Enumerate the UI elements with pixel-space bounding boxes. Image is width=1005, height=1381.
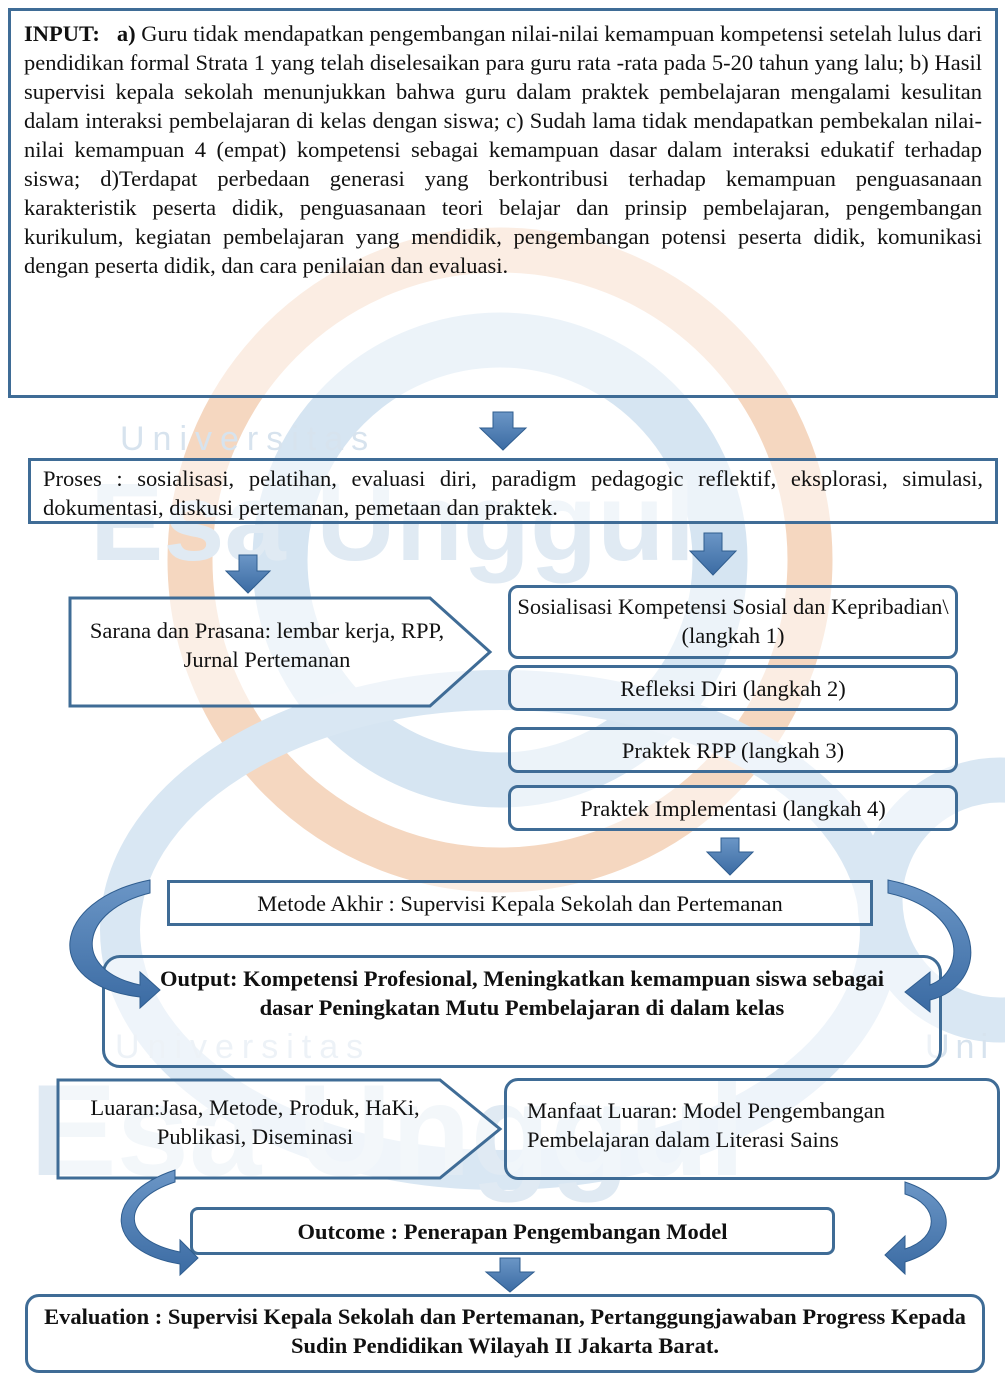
step-text: Praktek Implementasi (langkah 4) bbox=[580, 796, 886, 821]
curved-arrow-icon bbox=[887, 879, 972, 1014]
step-text: Praktek RPP (langkah 3) bbox=[621, 738, 845, 763]
evaluation-text: Evaluation : Supervisi Kepala Sekolah da… bbox=[44, 1304, 966, 1358]
proses-box: Proses : sosialisasi, pelatihan, evaluas… bbox=[28, 458, 998, 524]
step-text: Refleksi Diri (langkah 2) bbox=[620, 676, 846, 701]
luaran-box: Luaran:Jasa, Metode, Produk, HaKi, Publi… bbox=[70, 1093, 440, 1151]
input-item-a-marker: a) bbox=[116, 21, 136, 46]
curved-arrow-icon bbox=[120, 1169, 199, 1277]
down-arrow-icon bbox=[484, 1257, 536, 1293]
metode-box: Metode Akhir : Supervisi Kepala Sekolah … bbox=[167, 880, 873, 926]
step-box: Sosialisasi Kompetensi Sosial dan Keprib… bbox=[508, 585, 958, 659]
step-box: Praktek Implementasi (langkah 4) bbox=[508, 785, 958, 831]
output-box: Output: Kompetensi Profesional, Meningka… bbox=[102, 955, 942, 1068]
input-text: Guru tidak mendapatkan pengembangan nila… bbox=[24, 21, 982, 278]
manfaat-text: Manfaat Luaran: Model Pengembangan Pembe… bbox=[527, 1098, 886, 1152]
step-box: Refleksi Diri (langkah 2) bbox=[508, 665, 958, 711]
step-text: Sosialisasi Kompetensi Sosial dan Keprib… bbox=[517, 594, 949, 648]
input-label: INPUT: bbox=[24, 21, 100, 46]
metode-text: Metode Akhir : Supervisi Kepala Sekolah … bbox=[257, 891, 783, 916]
output-text: Output: Kompetensi Profesional, Meningka… bbox=[159, 966, 885, 1020]
sarana-shape bbox=[68, 596, 493, 708]
manfaat-box: Manfaat Luaran: Model Pengembangan Pembe… bbox=[504, 1078, 1000, 1180]
input-box: INPUT: a) Guru tidak mendapatkan pengemb… bbox=[8, 8, 998, 398]
curved-arrow-icon bbox=[69, 879, 161, 1010]
luaran-text: Luaran:Jasa, Metode, Produk, HaKi, Publi… bbox=[90, 1095, 420, 1149]
sarana-text: Sarana dan Prasana: lembar kerja, RPP, J… bbox=[89, 618, 445, 672]
luaran-shape bbox=[56, 1078, 503, 1180]
curved-arrow-icon bbox=[884, 1181, 947, 1276]
down-arrow-icon bbox=[705, 837, 755, 876]
evaluation-box: Evaluation : Supervisi Kepala Sekolah da… bbox=[25, 1294, 985, 1373]
outcome-box: Outcome : Penerapan Pengembangan Model bbox=[190, 1207, 835, 1255]
proses-text: Proses : sosialisasi, pelatihan, evaluas… bbox=[43, 466, 983, 520]
down-arrow-icon bbox=[478, 411, 528, 451]
down-arrow-icon bbox=[224, 554, 272, 594]
down-arrow-icon bbox=[688, 532, 738, 576]
outcome-text: Outcome : Penerapan Pengembangan Model bbox=[297, 1219, 728, 1244]
step-box: Praktek RPP (langkah 3) bbox=[508, 727, 958, 773]
sarana-box: Sarana dan Prasana: lembar kerja, RPP, J… bbox=[82, 616, 452, 674]
